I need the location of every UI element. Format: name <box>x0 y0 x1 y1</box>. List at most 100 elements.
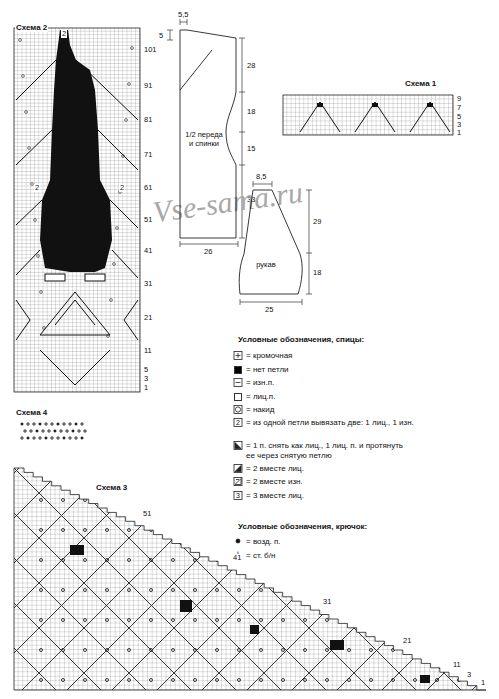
lace-line <box>284 468 499 698</box>
yarn-over <box>458 529 461 532</box>
yarn-over <box>106 499 109 502</box>
single-crochet <box>59 429 63 433</box>
yarn-over <box>326 559 329 562</box>
single-crochet <box>38 436 42 440</box>
yarn-over <box>260 619 263 622</box>
single-crochet <box>68 422 72 426</box>
yarn-over <box>128 679 131 682</box>
row-number: 7 <box>456 104 462 112</box>
lace-line <box>0 468 64 698</box>
lace-line <box>59 468 289 698</box>
single-crochet <box>83 429 87 433</box>
legend-title: Условные обозначения, спицы: <box>237 336 365 344</box>
yarn-over <box>260 589 263 592</box>
single-crochet <box>29 429 33 433</box>
yarn-over <box>113 263 116 266</box>
row-number: 5 <box>143 366 149 374</box>
yarn-over <box>436 559 439 562</box>
yarn-over <box>348 619 351 622</box>
yarn-over <box>40 679 43 682</box>
yarn-over <box>150 589 153 592</box>
yarn-over <box>370 499 373 502</box>
lace-line <box>374 468 499 698</box>
yarn-over <box>458 619 461 622</box>
chart-4 <box>20 422 87 440</box>
yarn-over <box>436 499 439 502</box>
yarn-over <box>436 589 439 592</box>
yarn-over <box>62 559 65 562</box>
yarn-over <box>370 559 373 562</box>
yarn-over <box>480 559 483 562</box>
yarn-over <box>194 619 197 622</box>
row-number: 101 <box>143 46 158 54</box>
legend-swatch <box>234 393 242 401</box>
yarn-over <box>62 649 65 652</box>
chart-title: Схема 4 <box>15 409 48 417</box>
yarn-over <box>392 679 395 682</box>
single-crochet <box>44 422 48 426</box>
yarn-over <box>326 649 329 652</box>
yarn-over <box>414 679 417 682</box>
yarn-over <box>22 75 25 78</box>
yarn-over <box>172 529 175 532</box>
yarn-over <box>370 529 373 532</box>
single-crochet <box>47 429 51 433</box>
piece-label: рукав <box>246 260 286 269</box>
yarn-over <box>128 499 131 502</box>
single-crochet <box>56 436 60 440</box>
yarn-over <box>172 559 175 562</box>
yarn-over <box>106 619 109 622</box>
lace-line <box>464 468 499 698</box>
row-number: 3 <box>466 671 472 679</box>
yarn-over <box>326 619 329 622</box>
yarn-over <box>150 649 153 652</box>
legend-text: = 3 вместе лиц. <box>246 491 414 501</box>
yarn-over <box>304 619 307 622</box>
yarn-over <box>37 255 40 258</box>
dimension: 5 <box>158 32 164 40</box>
dimension: 5,5 <box>177 11 189 19</box>
yarn-over <box>326 679 329 682</box>
yarn-over <box>392 589 395 592</box>
stitch-number: 2 <box>119 184 125 192</box>
yarn-over <box>436 529 439 532</box>
chart-2 <box>14 28 140 392</box>
yarn-over <box>40 499 43 502</box>
lace-line <box>0 468 19 698</box>
dimension: 28 <box>246 62 256 70</box>
yarn-over <box>172 589 175 592</box>
yarn-over <box>128 83 131 86</box>
single-crochet <box>41 429 45 433</box>
piece-label: 1/2 переда и спинки <box>184 130 224 148</box>
yarn-over <box>106 529 109 532</box>
yarn-over <box>414 559 417 562</box>
yarn-over <box>304 649 307 652</box>
yarn-over <box>62 619 65 622</box>
legend-text: = изн.п. <box>246 378 414 388</box>
row-number: 41 <box>232 554 242 562</box>
yarn-over <box>40 619 43 622</box>
yarn-over <box>194 499 197 502</box>
row-number: 1 <box>143 384 149 392</box>
chart-3-outline <box>14 468 486 690</box>
lace-line <box>194 468 424 698</box>
yarn-over <box>172 499 175 502</box>
row-number: 9 <box>456 95 462 103</box>
yarn-over <box>106 649 109 652</box>
legend-text: = нет петли <box>246 365 414 375</box>
legend-text: = кромочная <box>246 351 414 361</box>
single-crochet <box>62 422 66 426</box>
chain-dot <box>75 423 77 425</box>
yarn-over <box>34 219 37 222</box>
yarn-over <box>348 679 351 682</box>
dimension: 26 <box>203 248 213 256</box>
legend-text: = 1 п. снять как лиц., 1 лиц. п. и протя… <box>246 441 414 461</box>
row-number: 31 <box>143 280 153 288</box>
yarn-over <box>122 155 125 158</box>
yarn-over <box>84 649 87 652</box>
yarn-over <box>238 679 241 682</box>
yarn-over <box>458 649 461 652</box>
yarn-over <box>150 559 153 562</box>
yarn-over <box>43 327 46 330</box>
dimension: 25 <box>264 306 274 314</box>
